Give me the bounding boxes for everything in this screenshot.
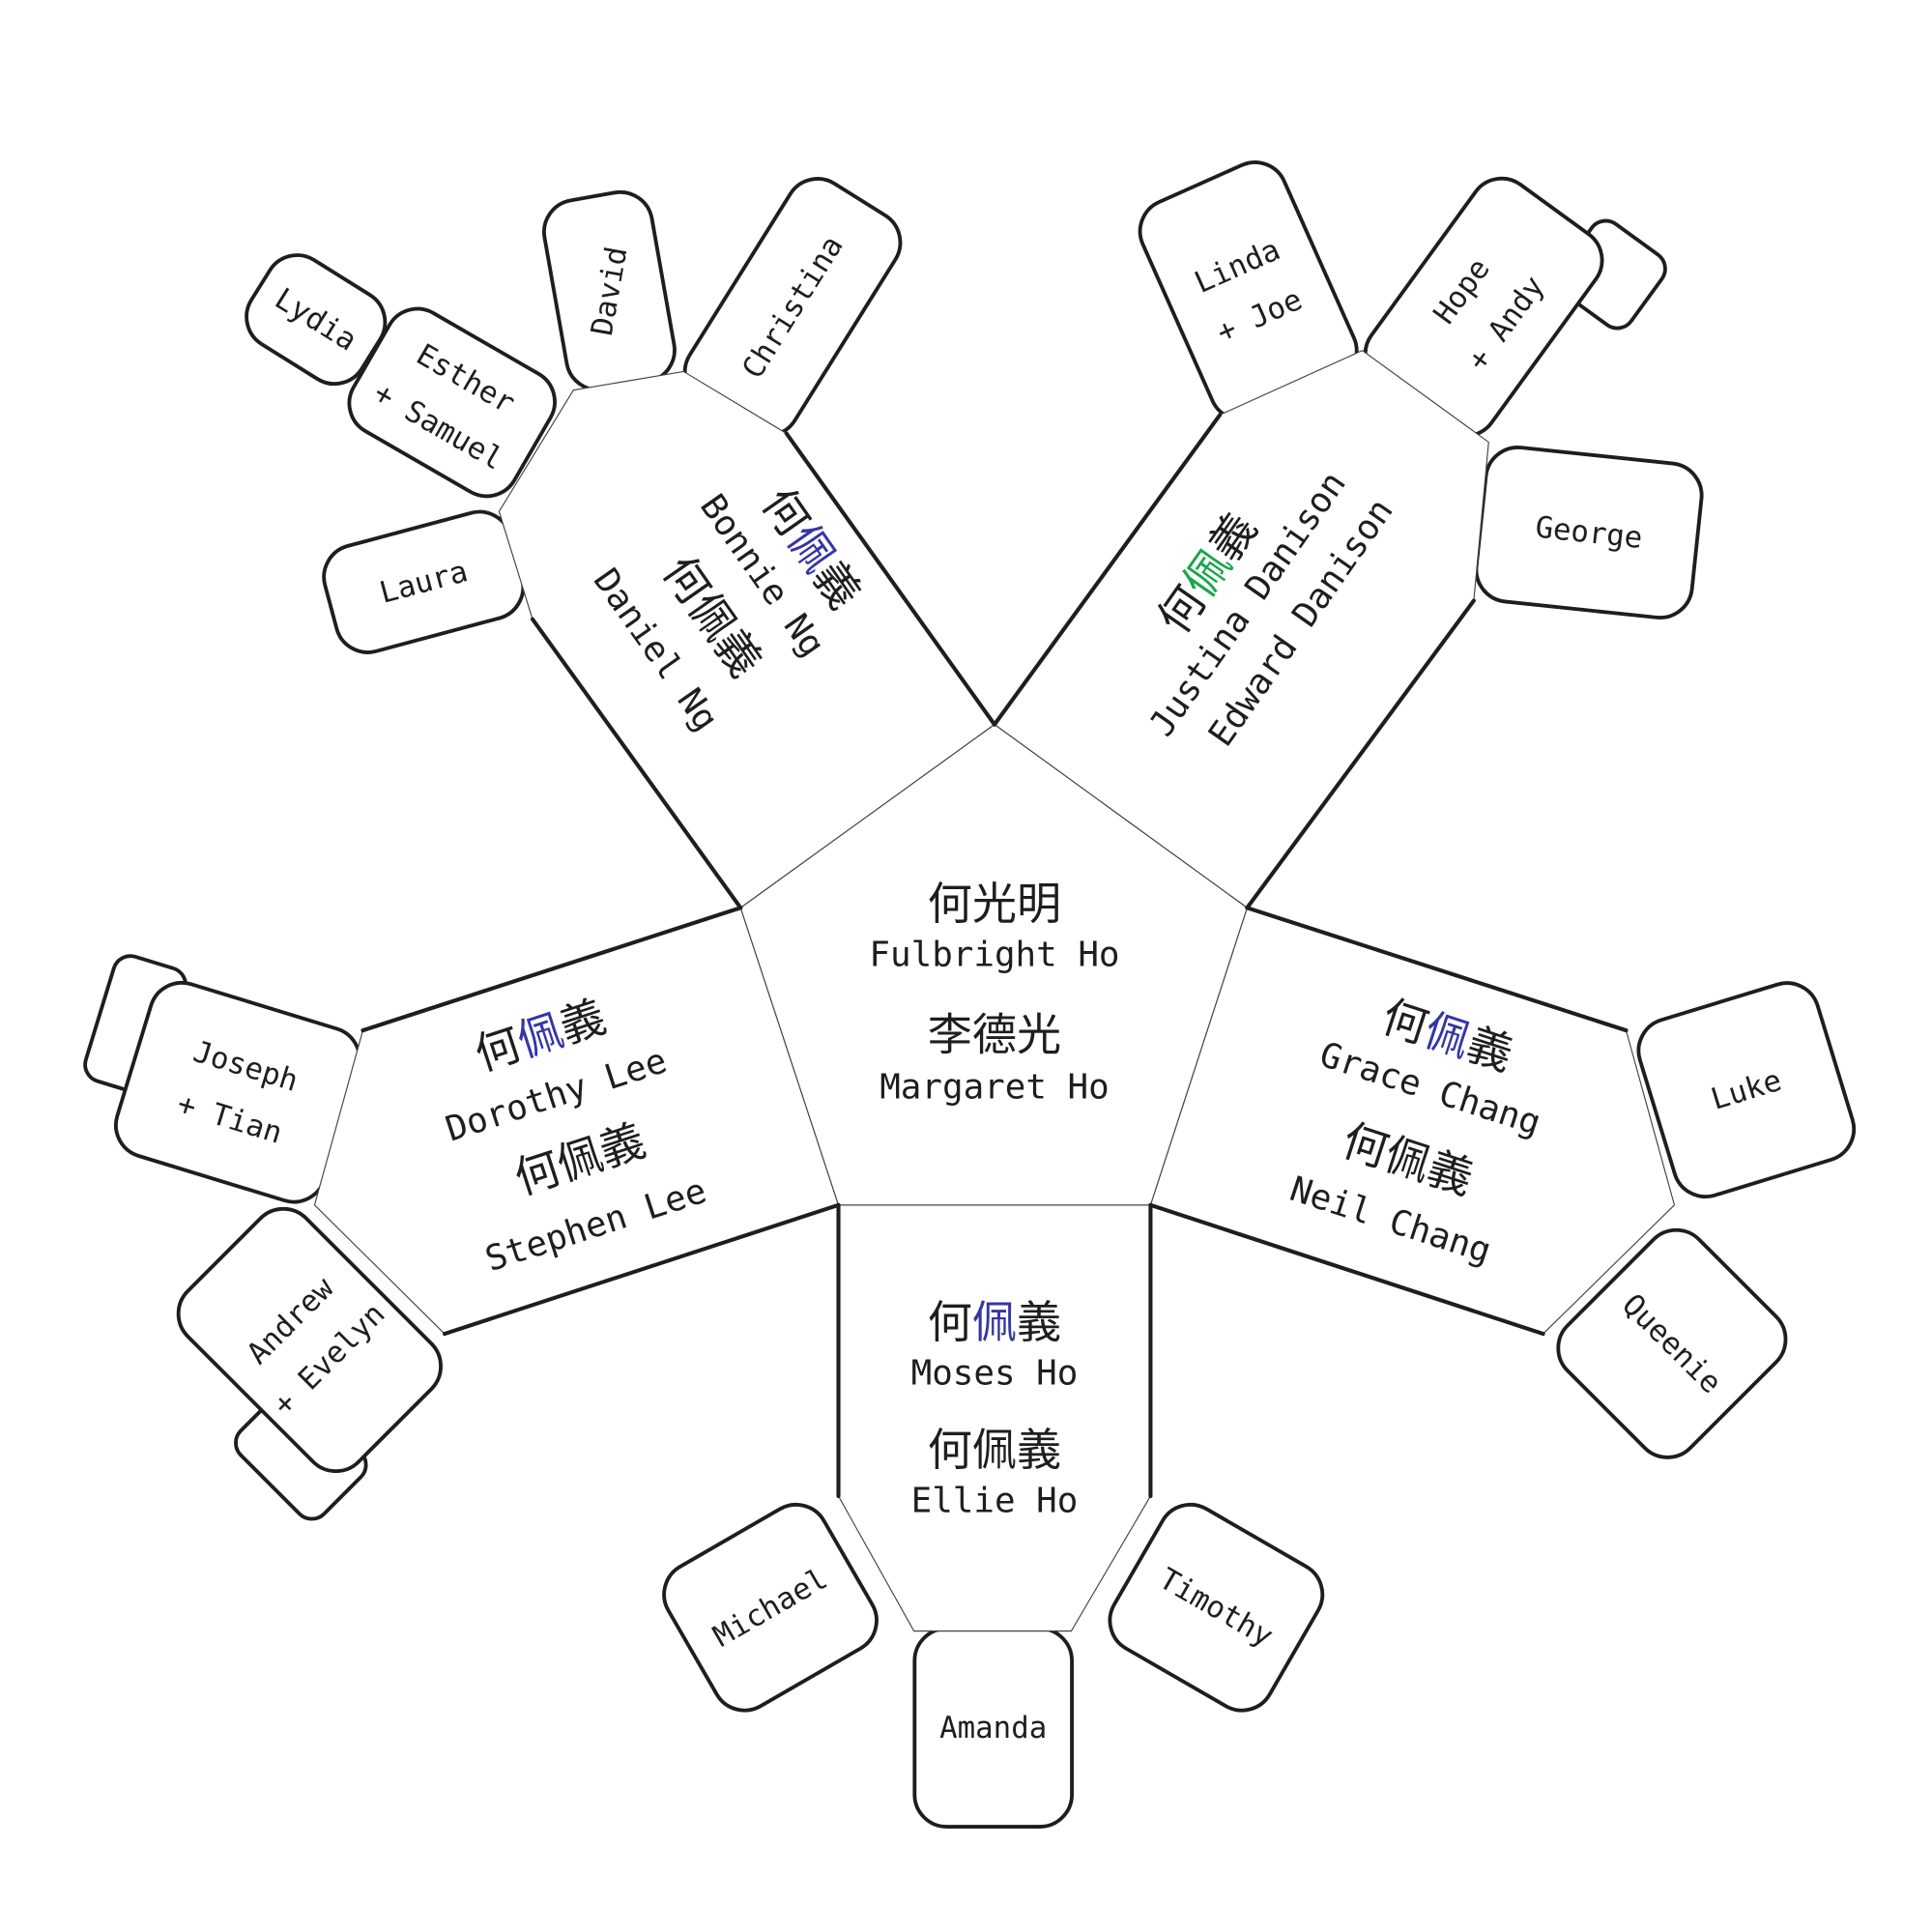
tab-shape xyxy=(1556,1227,1788,1459)
fold-edge xyxy=(530,617,743,910)
tab-shape xyxy=(347,306,557,499)
tab-laura: Laura xyxy=(322,509,526,654)
fold-edge xyxy=(992,413,1223,727)
tab-luke: Luke xyxy=(1636,981,1857,1199)
tab-linda: Linda+ Joe xyxy=(1138,160,1359,422)
tab-lydia: Lydia xyxy=(245,253,388,387)
tab-queenie: Queenie xyxy=(1556,1227,1788,1459)
arm-bottom xyxy=(837,1204,1152,1632)
arms xyxy=(313,349,1676,1632)
fold-edge xyxy=(1245,598,1476,910)
chinese-char: 佩 xyxy=(972,1424,1017,1476)
tab-label: Amanda xyxy=(939,1711,1047,1745)
person-name: Moses Ho xyxy=(911,1354,1079,1394)
center-pentagon xyxy=(739,723,1249,1206)
chinese-char: 佩 xyxy=(972,1296,1017,1348)
chinese-char: 光 xyxy=(1017,1009,1061,1061)
fold-edge xyxy=(1148,1202,1545,1337)
fold-edge xyxy=(442,1202,841,1337)
tab-shape xyxy=(662,1502,879,1713)
chinese-name: 何佩義 xyxy=(928,1424,1061,1476)
fold-edge xyxy=(360,906,743,1033)
chinese-char: 何 xyxy=(928,1424,972,1476)
chinese-char: 李 xyxy=(928,1009,972,1061)
tab-george: George xyxy=(1474,446,1704,620)
chinese-char: 何 xyxy=(928,878,972,930)
fold-edge xyxy=(1245,906,1629,1033)
chinese-char: 義 xyxy=(1017,1424,1061,1476)
chinese-name: 何光明 xyxy=(928,878,1061,930)
tab-christina: Christina xyxy=(682,177,903,438)
arm-right xyxy=(1149,907,1676,1335)
chinese-char: 何 xyxy=(928,1296,972,1348)
arm-left xyxy=(313,907,840,1335)
tab-andrew: Andrew+ Evelyn xyxy=(176,1206,443,1521)
person-name: Margaret Ho xyxy=(879,1068,1109,1108)
tab-shape xyxy=(1636,981,1857,1199)
tab-michael: Michael xyxy=(662,1502,879,1713)
chinese-char: 義 xyxy=(1017,1296,1061,1348)
chinese-char: 明 xyxy=(1017,878,1061,930)
tab-david: David xyxy=(542,189,677,392)
tab-amanda: Amanda xyxy=(912,1627,1074,1830)
tab-shape xyxy=(1108,1502,1325,1713)
tab-timothy: Timothy xyxy=(1108,1502,1325,1713)
chinese-char: 光 xyxy=(972,878,1017,930)
person-name: Fulbright Ho xyxy=(869,936,1119,975)
tab-joseph: Joseph+ Tian xyxy=(83,954,362,1204)
fold-edge xyxy=(784,431,997,727)
chinese-name: 何佩義 xyxy=(928,1296,1061,1348)
chinese-char: 德 xyxy=(972,1009,1017,1061)
chinese-name: 李德光 xyxy=(928,1009,1061,1061)
tab-shape xyxy=(176,1206,443,1474)
tab-hope: Hope+ Andy xyxy=(1363,176,1667,438)
person-name: Ellie Ho xyxy=(911,1482,1079,1521)
